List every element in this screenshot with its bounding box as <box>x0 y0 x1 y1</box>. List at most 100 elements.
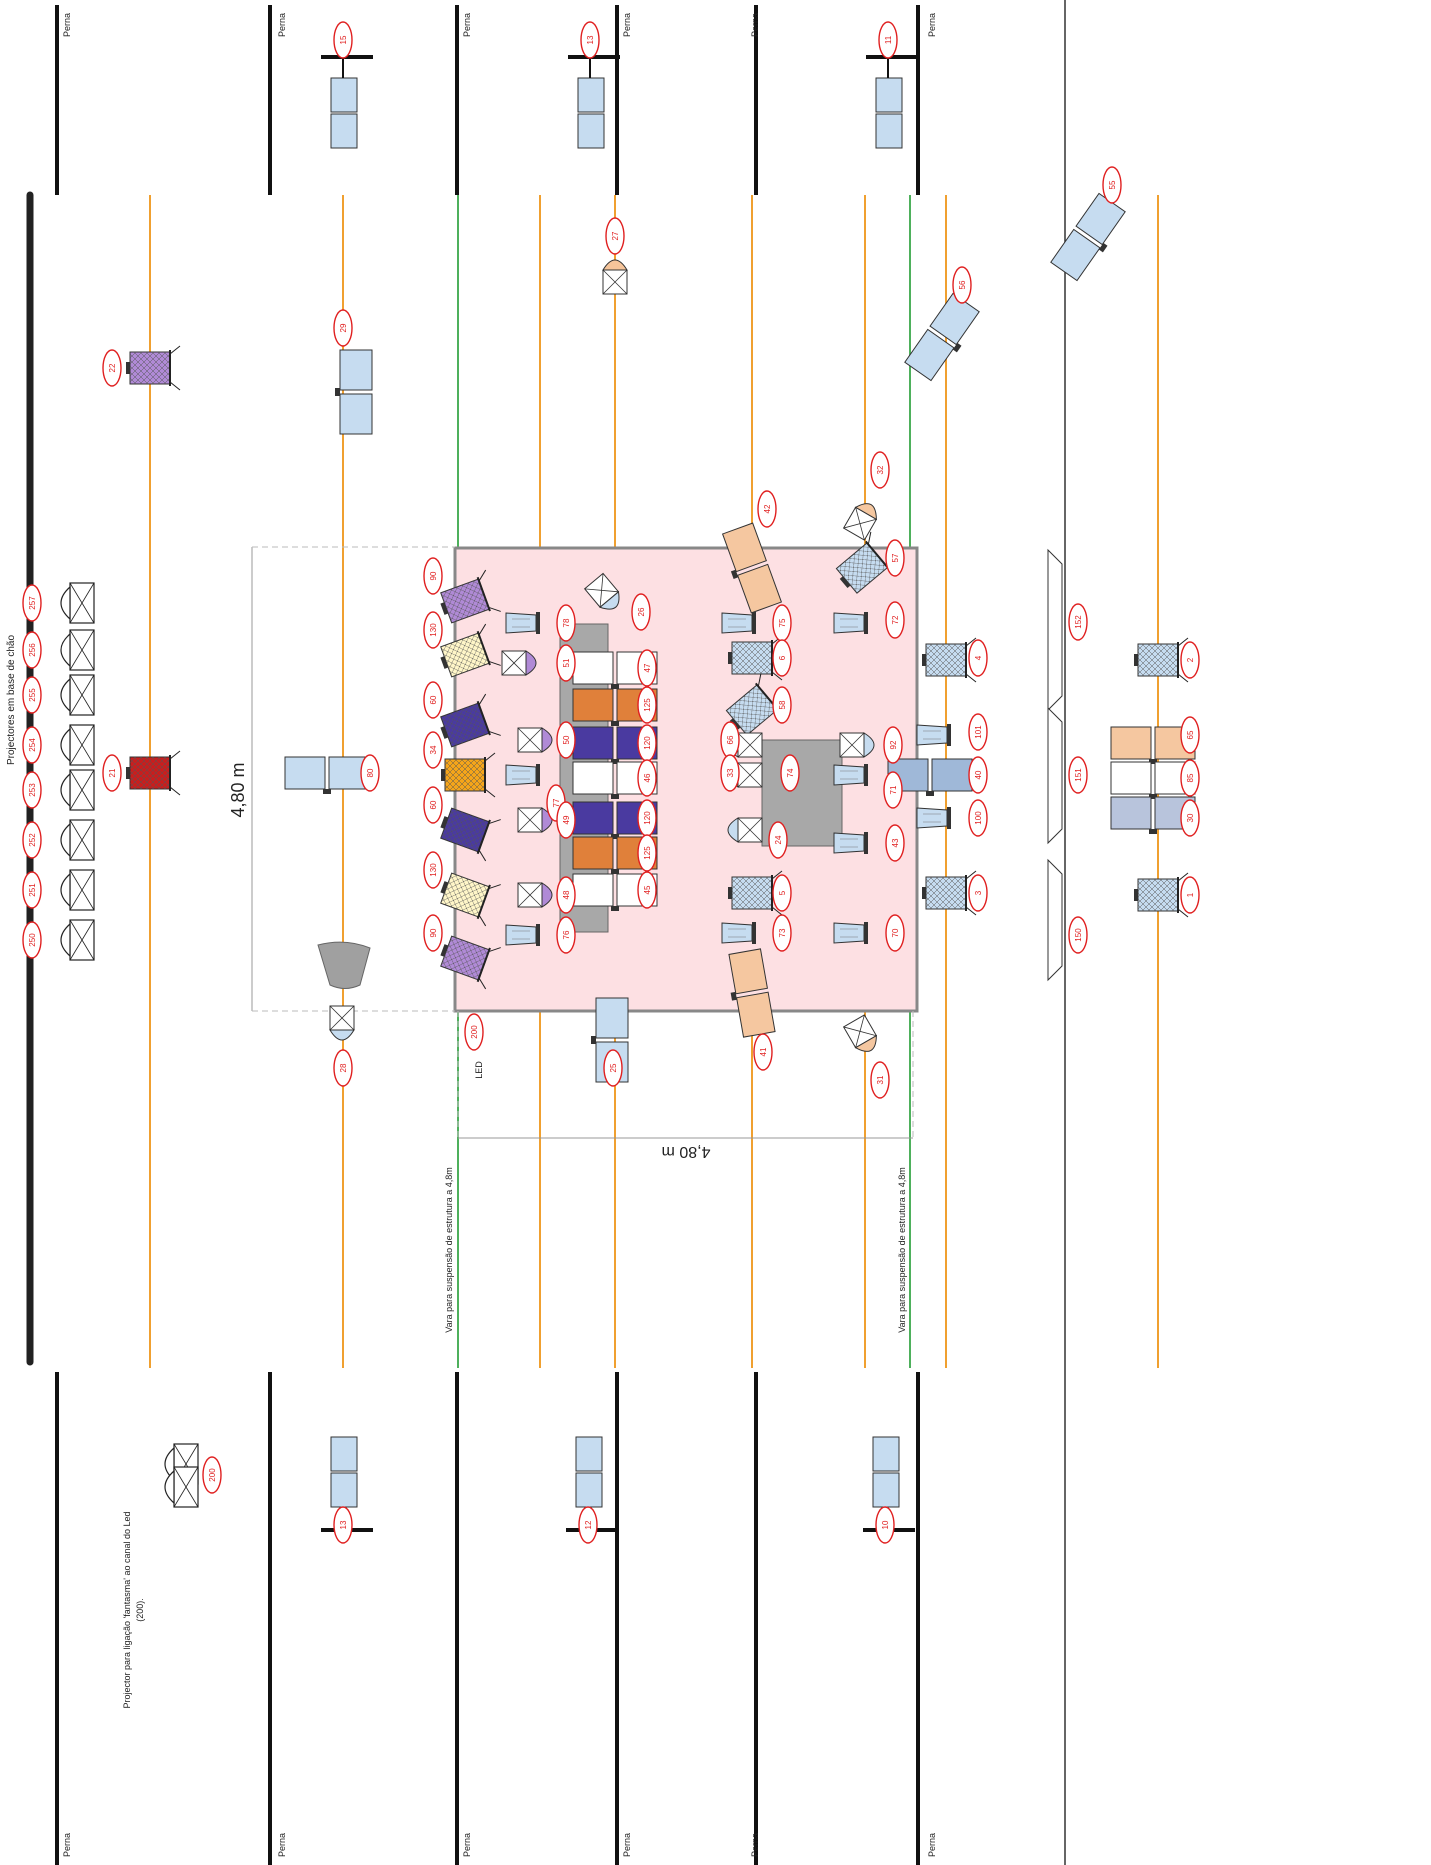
channel-badge-outline <box>22 631 42 669</box>
dimension-label-horizontal: 4,80 m <box>662 1143 711 1160</box>
barndoor <box>484 788 496 798</box>
par-fixture <box>833 612 868 634</box>
fixture-lens <box>126 767 130 779</box>
barndoor <box>965 637 977 647</box>
channel-number: 40 <box>974 770 983 779</box>
channel-number: 49 <box>562 815 571 824</box>
channel-badge-outline <box>333 1506 353 1544</box>
channel-badge: 3 <box>968 874 988 912</box>
floor-fixture <box>60 582 95 624</box>
channel-badge: 65 <box>1180 716 1200 754</box>
profile-x <box>517 807 543 833</box>
channel-badge-outline <box>22 821 42 859</box>
cyc-cell <box>572 761 614 795</box>
par-fixture <box>916 807 951 829</box>
cyc-fixture <box>1110 761 1196 799</box>
channel-badge-outline <box>333 309 353 347</box>
channel-badge: 152 <box>1068 603 1088 641</box>
channel-badge-outline <box>772 639 792 677</box>
channel-badge-outline <box>631 593 651 631</box>
barndoor <box>488 947 501 953</box>
channel-badge: 70 <box>885 914 905 952</box>
wing-cell <box>577 113 605 149</box>
perna-label-top: Perna <box>462 13 472 37</box>
channel-number: 60 <box>429 800 438 809</box>
channel-number: 80 <box>366 768 375 777</box>
barndoor <box>488 606 501 612</box>
cyc-fixture <box>904 292 980 382</box>
channel-badge: 27 <box>605 217 625 255</box>
channel-badge-outline <box>772 686 792 724</box>
channel-badge-outline <box>1068 916 1088 954</box>
par-yoke <box>947 807 951 829</box>
wing-fixture <box>321 55 373 149</box>
fixture-hatch <box>1138 879 1178 911</box>
channel-badge-outline <box>1180 799 1200 837</box>
par-fixture <box>505 764 540 786</box>
barndoor <box>488 730 501 736</box>
profile-x <box>517 727 543 753</box>
channel-number: 29 <box>339 323 348 332</box>
fresnel-blue <box>1134 872 1189 918</box>
channel-number: 11 <box>884 35 893 44</box>
channel-badge: 73 <box>772 914 792 952</box>
cyc-yoke <box>611 721 619 726</box>
channel-badge-outline <box>637 759 657 797</box>
barndoor <box>478 977 487 990</box>
par-body <box>505 764 537 786</box>
profile-lens <box>525 650 537 676</box>
channel-badge-outline <box>968 799 988 837</box>
profile-fixture <box>583 572 620 610</box>
cyc-cell <box>572 651 614 685</box>
fixture-lens <box>440 656 449 669</box>
fixture-hatch <box>440 808 490 852</box>
cyc-cell <box>284 756 326 790</box>
channel-number: 78 <box>562 618 571 627</box>
fixture-hatch <box>440 936 490 980</box>
fixture-lens <box>441 769 445 781</box>
channel-number: 85 <box>1186 773 1195 782</box>
channel-badge-outline <box>637 649 657 687</box>
channel-badge: 255 <box>22 676 42 714</box>
yoke <box>476 576 491 612</box>
channel-badge: 47 <box>637 649 657 687</box>
channel-number: 77 <box>552 798 561 807</box>
par-body <box>833 612 865 634</box>
floor-x <box>69 869 95 911</box>
fixture-hatch <box>130 352 170 384</box>
channel-badge-outline <box>202 1456 222 1494</box>
channel-badge-outline <box>1180 716 1200 754</box>
par-yoke <box>947 724 951 746</box>
par-body <box>916 724 948 746</box>
channel-number: 100 <box>974 811 983 825</box>
channel-badge: 2 <box>1180 641 1200 679</box>
channel-badge-outline <box>1102 166 1122 204</box>
channel-badge: 4 <box>968 639 988 677</box>
channel-badge-outline <box>870 451 890 489</box>
floor-lens <box>60 727 71 763</box>
fixture-hatch <box>836 542 888 594</box>
channel-number: 60 <box>429 695 438 704</box>
floor-x <box>69 769 95 811</box>
channel-badge-outline <box>102 754 122 792</box>
channel-badge: 50 <box>556 721 576 759</box>
perna-label-top: Perna <box>277 13 287 37</box>
barndoor <box>169 345 181 355</box>
cyc-cell <box>1050 228 1101 282</box>
channel-badge: 34 <box>423 731 443 769</box>
perna-label-bottom: Perna <box>927 1833 937 1857</box>
perna-label-top: Perna <box>927 13 937 37</box>
channel-number: 22 <box>108 363 117 372</box>
channel-badge: 60 <box>423 786 443 824</box>
channel-badge: 100 <box>968 799 988 837</box>
floor-lens <box>60 772 71 808</box>
cyc-yoke <box>335 388 340 396</box>
channel-badge: 130 <box>423 611 443 649</box>
par-body <box>833 832 865 854</box>
channel-number: 47 <box>643 663 652 672</box>
barndoor <box>169 381 181 391</box>
channel-badge: 12 <box>578 1506 598 1544</box>
channel-badge: 256 <box>22 631 42 669</box>
channel-badge: 130 <box>423 851 443 889</box>
cyc-cell <box>572 688 614 722</box>
